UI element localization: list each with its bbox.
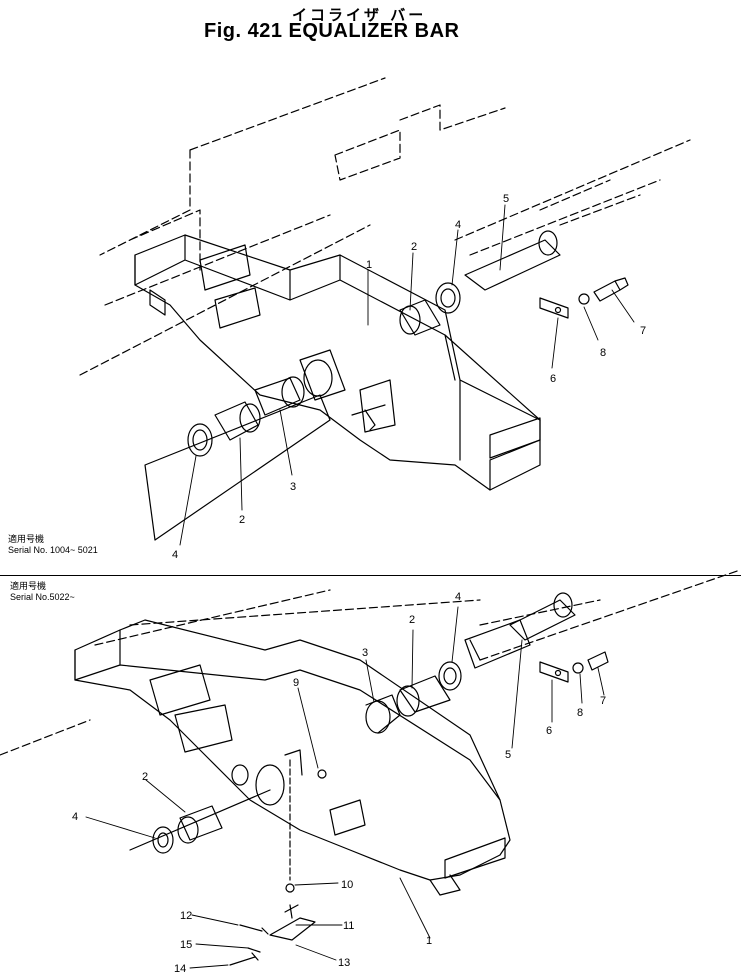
callout-upper-1: 1 <box>366 259 372 271</box>
lower-bushing-3 <box>365 700 391 734</box>
callout-lower-15: 15 <box>180 939 192 951</box>
callout-upper-2b: 2 <box>239 514 245 526</box>
callout-lower-6: 6 <box>546 725 552 737</box>
callout-lower-14: 14 <box>174 963 186 975</box>
callout-lower-4b: 4 <box>455 591 461 603</box>
callout-lower-9: 9 <box>293 677 299 689</box>
lower-shaft-left <box>129 789 271 851</box>
fitting-10 <box>285 883 295 893</box>
callout-lower-10: 10 <box>341 879 353 891</box>
upper-plate-6 <box>539 297 569 319</box>
lower-seal-4-right <box>438 661 462 691</box>
upper-frame-phantom <box>99 77 506 271</box>
serial-range-upper: 適用号機 Serial No. 1004~ 5021 <box>8 534 98 556</box>
grease-fitting-9 <box>317 769 327 779</box>
upper-washer-8 <box>578 293 590 305</box>
upper-bushing-2-right <box>399 299 441 336</box>
figure-title: Fig. 421 EQUALIZER BAR <box>204 20 460 42</box>
callout-lower-2b: 2 <box>409 614 415 626</box>
callout-upper-4a: 4 <box>455 219 461 231</box>
figure-title-japanese: イコライザ バー <box>292 6 427 24</box>
serial-label-lower: Serial No.5022~ <box>10 592 75 602</box>
callout-upper-4b: 4 <box>172 549 178 561</box>
serial-jp-lower: 適用号機 <box>10 581 47 591</box>
lower-bushing-2 <box>399 675 451 713</box>
lower-pin-5 <box>509 599 576 641</box>
serial-range-lower: 適用号機 Serial No.5022~ <box>10 581 75 603</box>
lower-bolt-7 <box>587 651 609 671</box>
callout-upper-2a: 2 <box>411 241 417 253</box>
upper-bushing-2-left <box>214 401 259 441</box>
washer-15 <box>247 947 261 953</box>
fitting-tube-13 <box>269 917 316 941</box>
serial-jp-upper: 適用号機 <box>8 534 45 544</box>
leader-lines <box>85 204 635 969</box>
bolt-14 <box>229 952 259 966</box>
lower-bar-body <box>74 619 511 881</box>
upper-seal-4-right <box>435 282 461 314</box>
lower-washer-8 <box>572 662 584 674</box>
callout-lower-11: 11 <box>343 920 354 932</box>
lower-plate-6 <box>539 661 569 683</box>
bolt-12 <box>239 924 269 935</box>
callout-lower-12: 12 <box>180 910 192 922</box>
callout-lower-2a: 2 <box>142 771 148 783</box>
serial-label-upper: Serial No. 1004~ 5021 <box>8 545 98 555</box>
lower-bushing-2-left <box>179 805 223 841</box>
callout-upper-8: 8 <box>600 347 606 359</box>
callout-lower-3: 3 <box>362 647 368 659</box>
section-divider <box>0 575 741 576</box>
callout-lower-7: 7 <box>600 695 606 707</box>
upper-seal-4-left <box>187 423 213 457</box>
upper-bushing-3-left <box>254 377 301 416</box>
upper-pin-5 <box>464 239 561 291</box>
callout-upper-5: 5 <box>503 193 509 205</box>
callout-lower-13: 13 <box>338 957 350 969</box>
callout-upper-6: 6 <box>550 373 556 385</box>
callout-upper-3: 3 <box>290 481 296 493</box>
upper-bolt-7 <box>593 277 629 302</box>
callout-lower-5: 5 <box>505 749 511 761</box>
callout-upper-7: 7 <box>640 325 646 337</box>
upper-assembly <box>79 77 691 541</box>
lower-assembly <box>0 569 741 966</box>
callout-lower-4a: 4 <box>72 811 78 823</box>
bracket-11 <box>284 904 299 919</box>
callout-lower-8: 8 <box>577 707 583 719</box>
callout-lower-1: 1 <box>426 935 432 947</box>
upper-bar-body <box>134 234 541 491</box>
callout-numbers: 1 2 4 5 6 7 8 3 2 4 4 2 3 9 5 6 8 7 2 4 … <box>72 193 646 975</box>
upper-shaft <box>144 394 331 541</box>
lower-seal-4-left <box>152 826 174 854</box>
